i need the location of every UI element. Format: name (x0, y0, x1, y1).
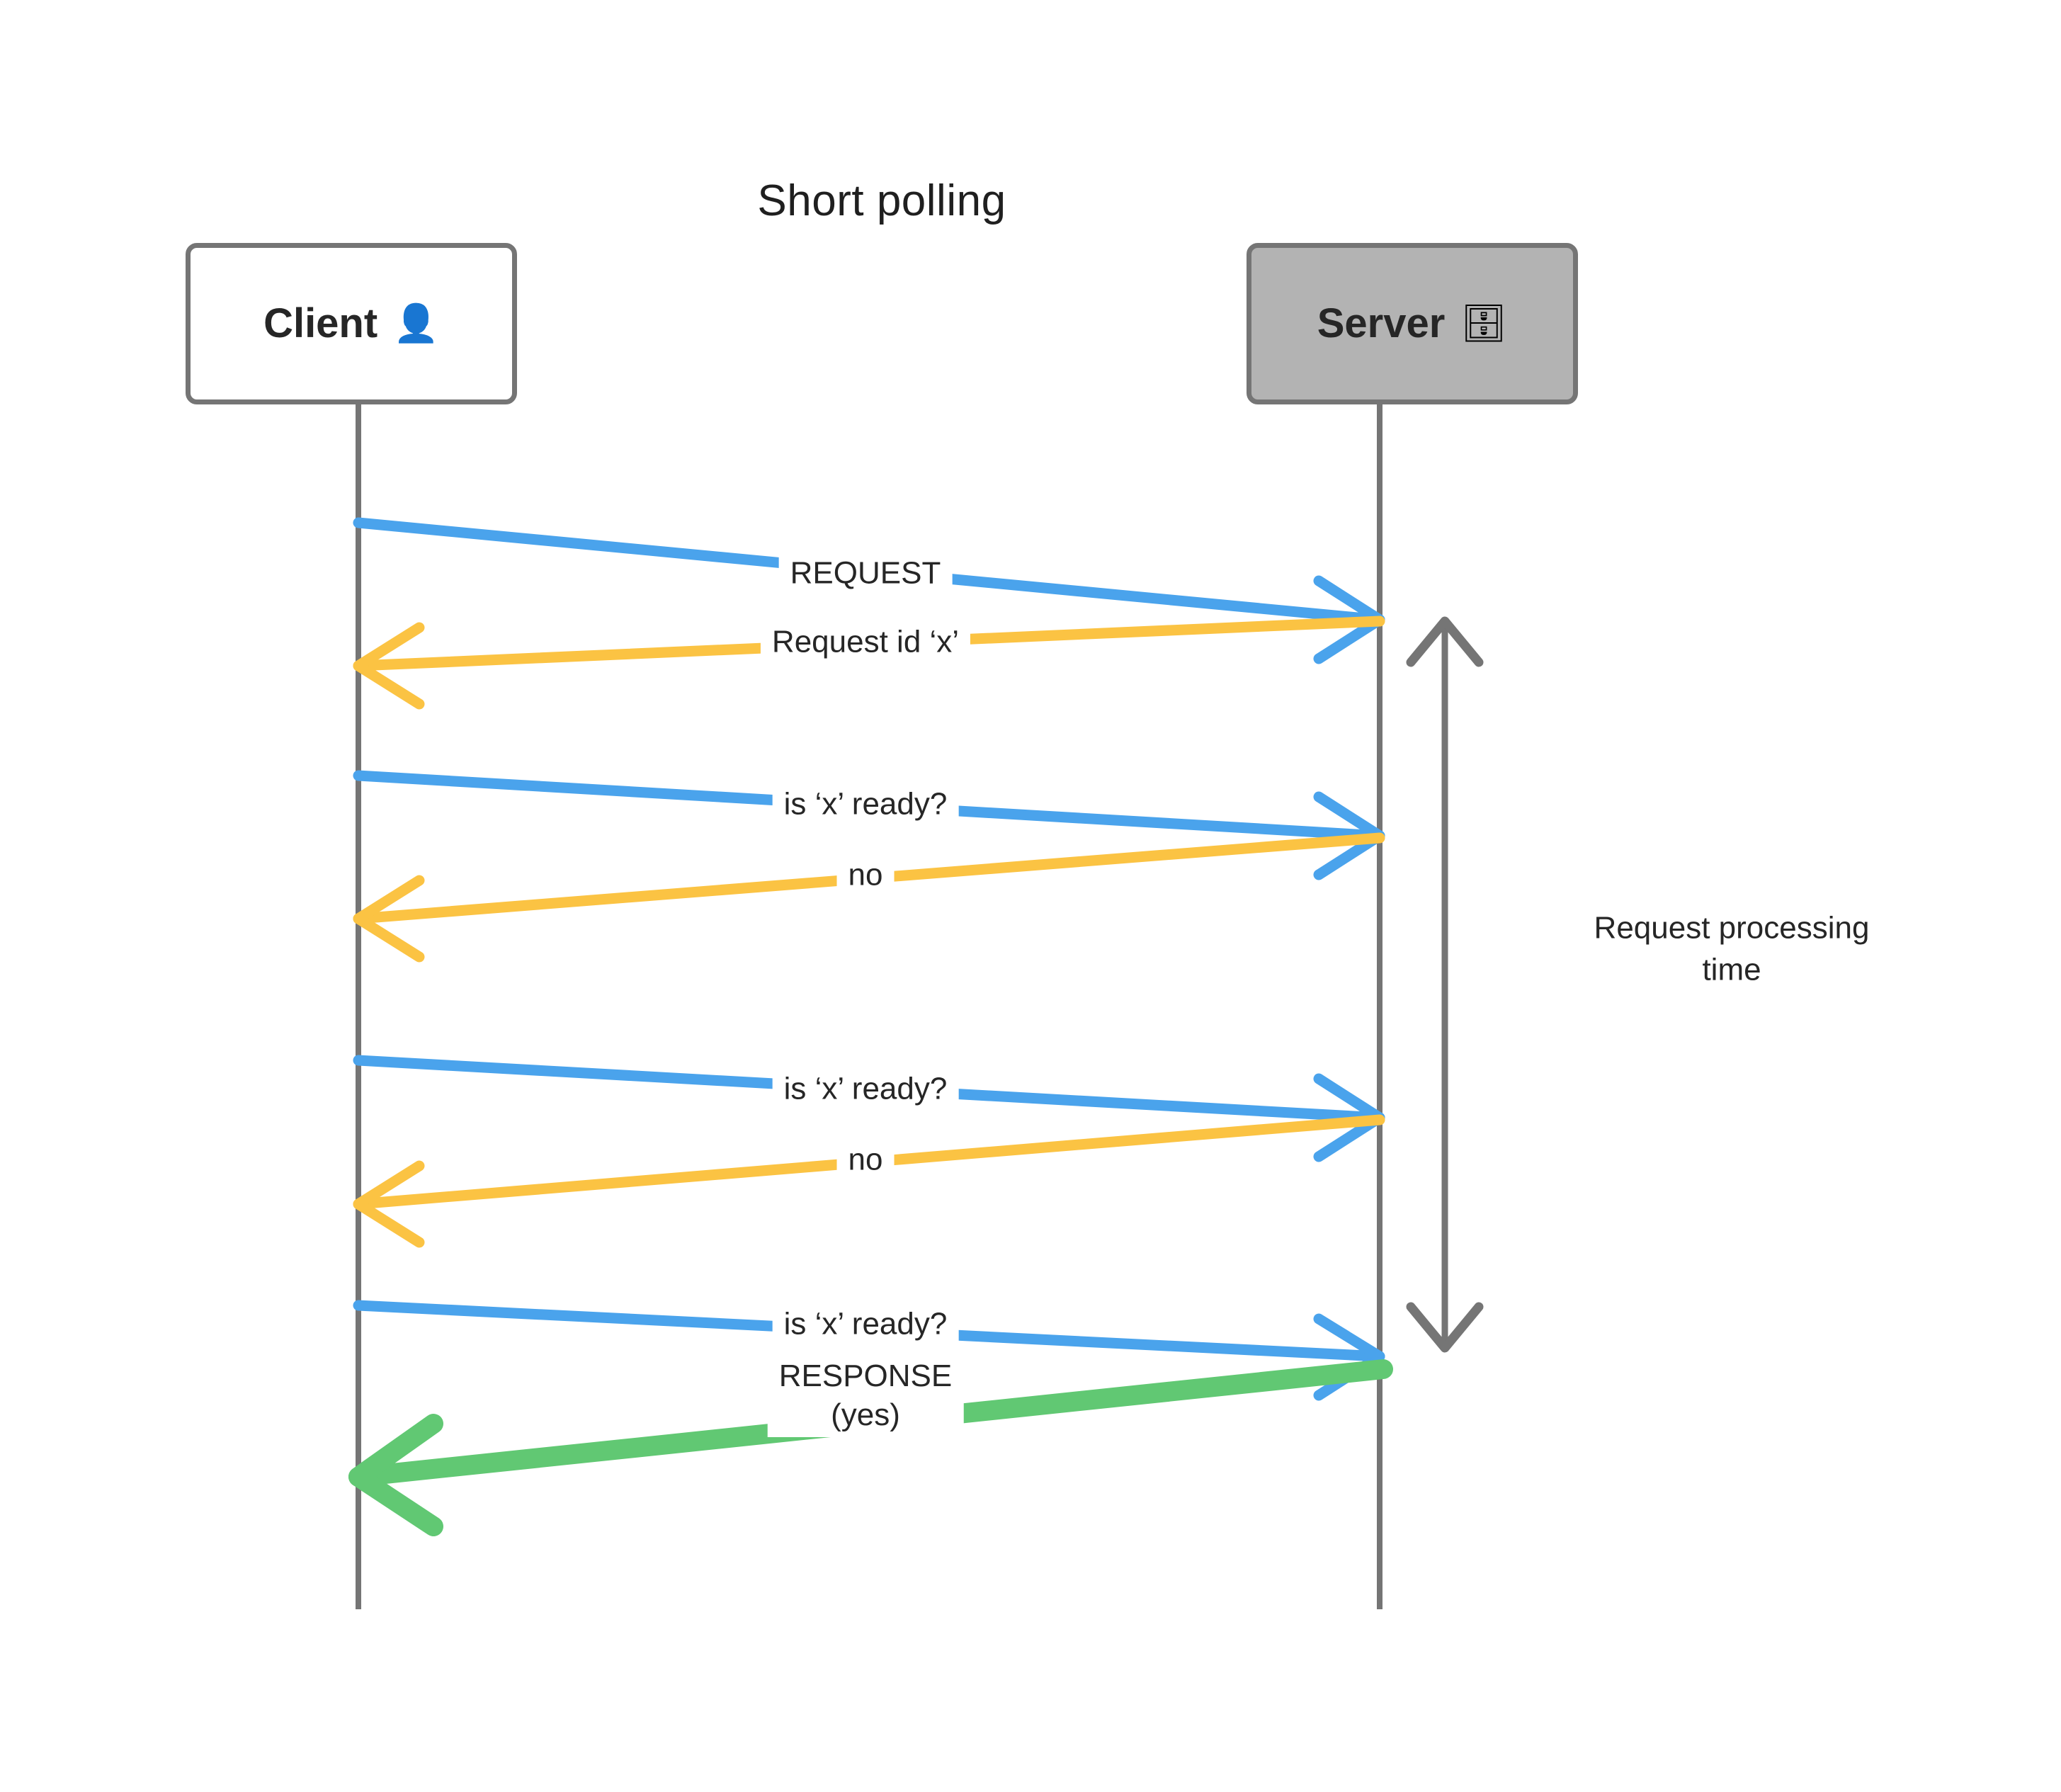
message-label-response-line2: (yes) (831, 1397, 900, 1432)
processing-time-label: Request processing time (1565, 907, 1898, 992)
message-label-no-2: no (836, 1137, 895, 1182)
participant-box-server[interactable]: Server 🗄 (1247, 243, 1578, 404)
message-label-no-1: no (836, 852, 895, 897)
participant-label-server: Server (1317, 300, 1446, 346)
processing-time-label-line1: Request processing (1594, 910, 1870, 946)
server-rack-icon: 🗄 (1460, 303, 1508, 344)
page-title: Short polling (757, 176, 1006, 225)
processing-time-arrow (1406, 616, 1484, 1353)
message-label-is-ready-2: is ‘x’ ready? (772, 1066, 959, 1111)
message-label-is-ready-1: is ‘x’ ready? (772, 781, 959, 827)
message-label-response: RESPONSE (yes) (767, 1354, 964, 1437)
participant-label-client: Client (263, 300, 378, 346)
message-label-is-ready-3: is ‘x’ ready? (772, 1301, 959, 1346)
participant-box-client[interactable]: Client 👤 (186, 243, 517, 404)
person-icon: 👤 (393, 303, 439, 344)
message-label-request-id: Request id ‘x’ (760, 619, 971, 664)
processing-time-label-line2: time (1702, 953, 1761, 987)
message-label-request: REQUEST (778, 550, 953, 596)
message-label-response-line1: RESPONSE (778, 1359, 953, 1393)
